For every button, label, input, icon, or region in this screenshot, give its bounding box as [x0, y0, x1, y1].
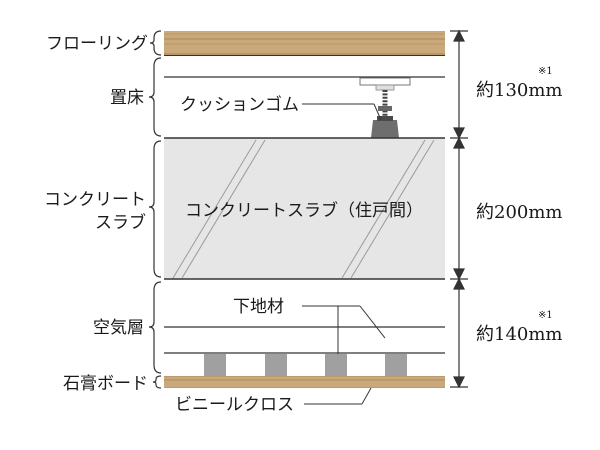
dimension-middle: 約200mm	[476, 202, 563, 223]
label-air-layer: 空気層	[93, 318, 144, 338]
label-concrete-slab-line2: スラブ	[95, 212, 146, 233]
label-vinyl-cloth: ビニールクロス	[175, 395, 294, 415]
dimension-lower-note: ※1	[538, 310, 553, 321]
cushion-rubber-shape	[371, 120, 399, 138]
dimension-upper: 約130mm	[476, 80, 563, 101]
dimension-upper-note: ※1	[538, 66, 553, 77]
label-concrete-slab-line1: コンクリート	[44, 190, 146, 210]
base-material-blocks	[204, 354, 407, 376]
label-raised-floor: 置床	[110, 88, 144, 108]
flooring-board	[164, 31, 445, 55]
label-cushion-rubber: クッションゴム	[180, 94, 299, 115]
label-gypsum-board: 石膏ボード	[63, 373, 148, 394]
label-slab-center: コンクリートスラブ（住戸間）	[185, 200, 423, 221]
gypsum-board	[164, 376, 445, 388]
leader-lines	[302, 103, 386, 405]
label-flooring: フローリング	[46, 34, 148, 54]
left-brackets	[148, 30, 162, 389]
dimension-lines	[450, 29, 468, 389]
dimension-lower: 約140mm	[476, 324, 563, 345]
label-base-material: 下地材	[233, 297, 284, 317]
concrete-slab	[164, 138, 445, 279]
floor-support-bolt	[359, 77, 411, 118]
slab-texture-lines	[172, 139, 435, 279]
